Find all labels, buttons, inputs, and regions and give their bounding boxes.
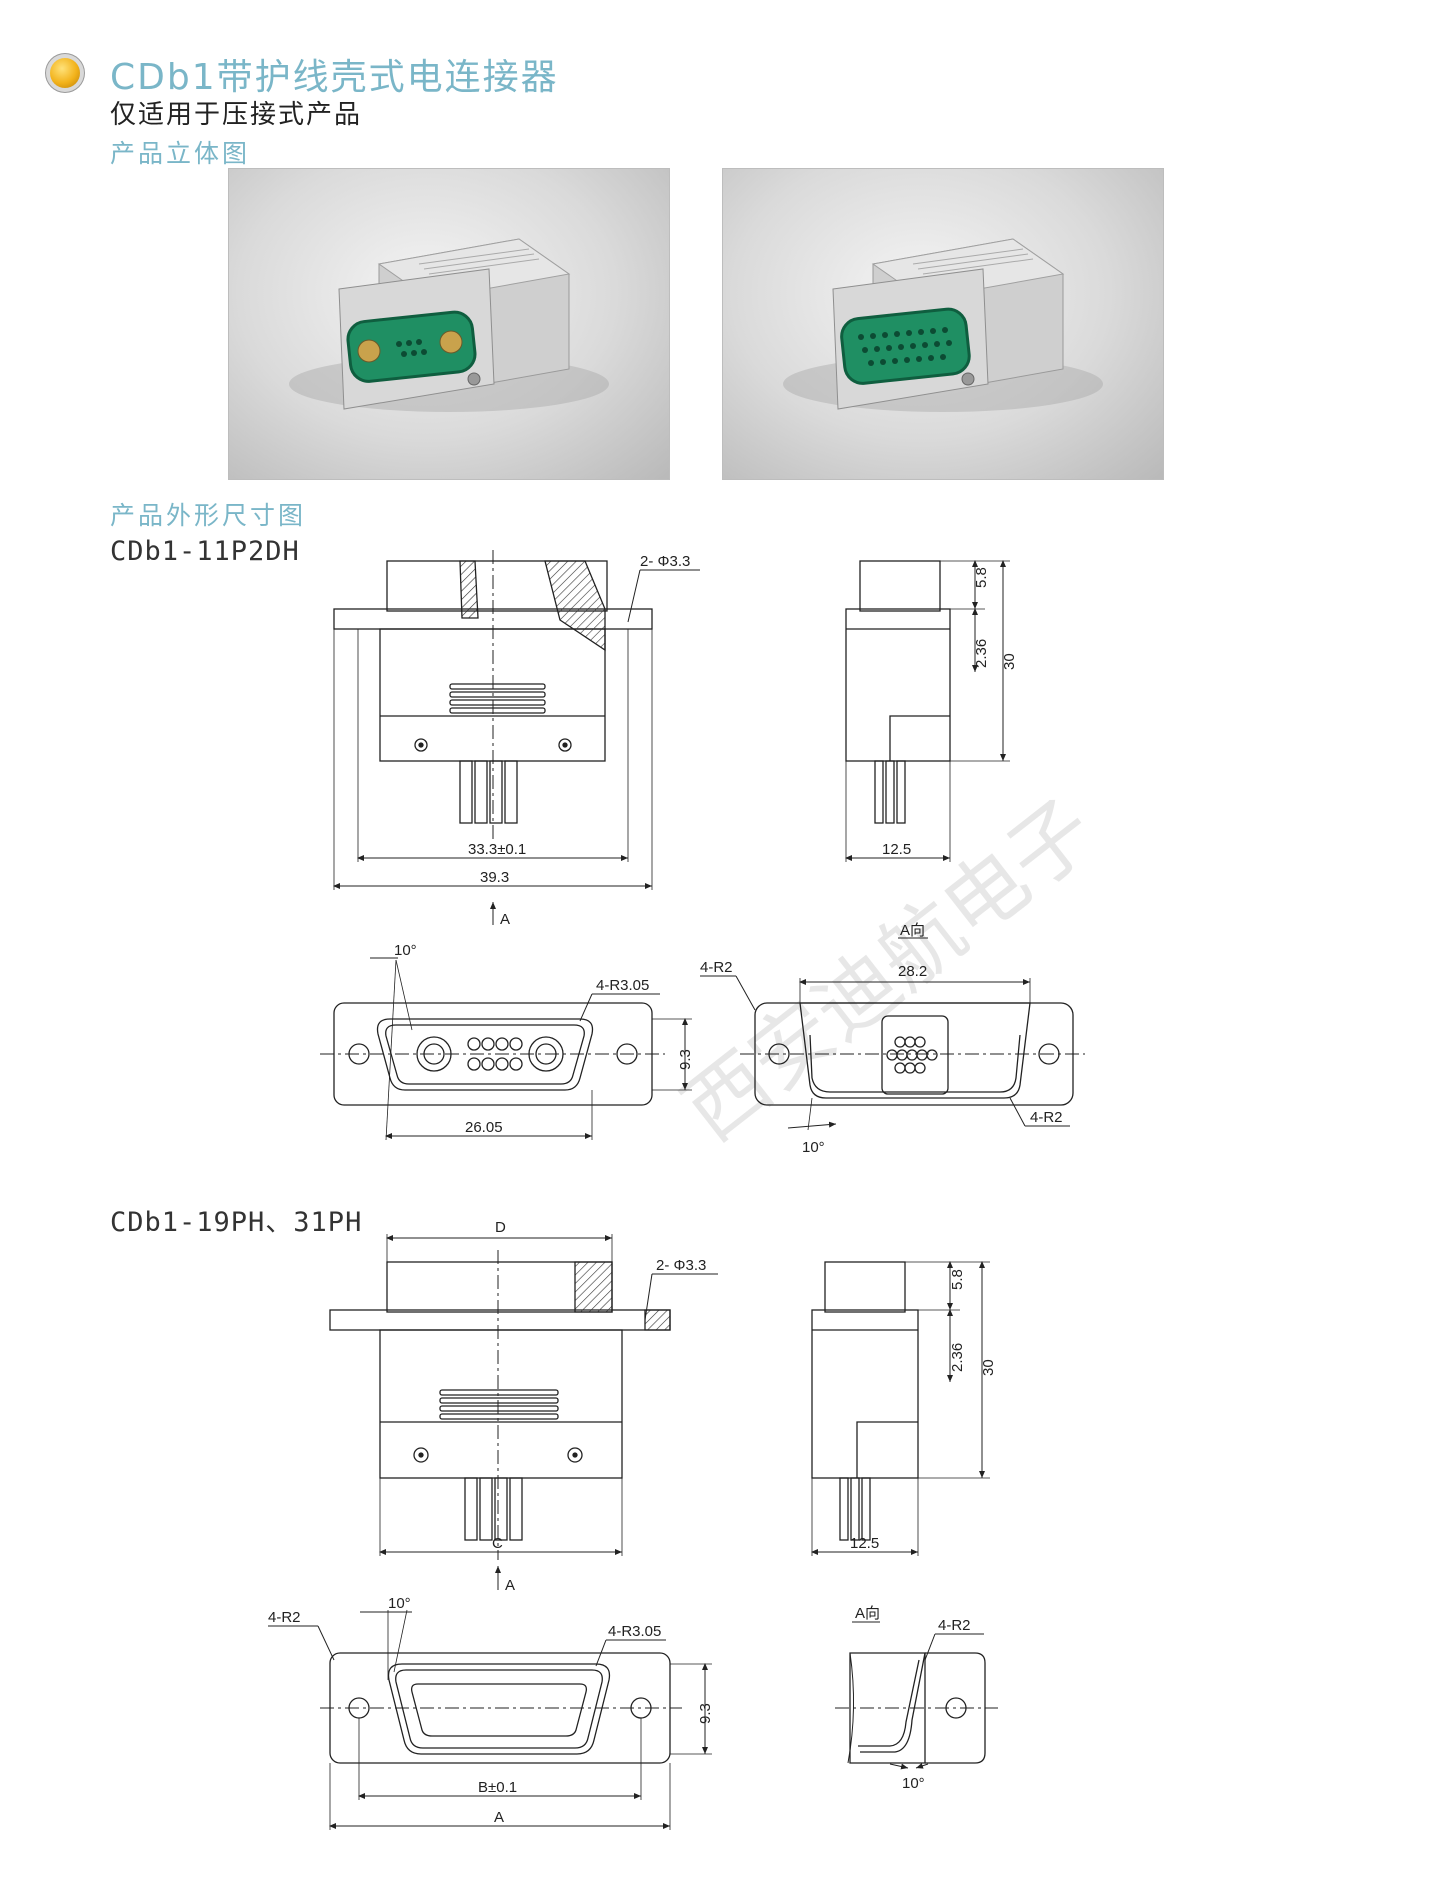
d2-front-view [329, 1234, 718, 1590]
d2-hole-label: 2- Φ3.3 [656, 1257, 706, 1274]
d2-height-58: 5.8 [949, 1269, 966, 1290]
d1-width-282: 28.2 [898, 963, 927, 980]
page-subtitle: 仅适用于压接式产品 [110, 100, 363, 130]
d2-height-236: 2.36 [949, 1343, 966, 1372]
d2-radius-left: 4-R2 [268, 1609, 301, 1626]
page-title: CDb1带护线壳式电连接器 [110, 57, 559, 98]
d2-angle-top: 10° [388, 1595, 411, 1612]
d1-height-30: 30 [1001, 653, 1018, 670]
d2-side-view [811, 1261, 990, 1556]
d1-face-view [320, 957, 692, 1141]
bullet-icon [50, 58, 80, 88]
d2-dim-b: B±0.1 [478, 1779, 517, 1796]
d1-side-view [845, 560, 1010, 862]
d2-height-30: 30 [980, 1359, 997, 1376]
d2-angle-bottom: 10° [902, 1775, 925, 1792]
d1-arrow-a: A [500, 911, 510, 928]
d1-a-view [700, 937, 1085, 1131]
d2-face-view [268, 1609, 712, 1830]
d1-width-outer: 39.3 [480, 869, 509, 886]
d1-width-inner: 33.3±0.1 [468, 841, 526, 858]
product-photo-11p2dh [228, 168, 670, 480]
d2-view-a: A向 [855, 1605, 880, 1622]
d2-dim-d: D [495, 1219, 506, 1236]
d1-depth: 12.5 [882, 841, 911, 858]
section-heading-3d: 产品立体图 [110, 139, 251, 168]
d1-radius-left: 4-R2 [700, 959, 733, 976]
model-label-2: CDb1-19PH、31PH [110, 1207, 363, 1238]
product-photo-19ph-31ph [722, 168, 1164, 480]
d1-angle-bottom: 10° [802, 1139, 825, 1156]
d1-radius-shell: 4-R3.05 [596, 977, 649, 994]
d2-depth: 12.5 [850, 1535, 879, 1552]
d2-a-view [835, 1621, 998, 1770]
d1-front-view [333, 550, 700, 925]
watermark: 西安迪航电子 [667, 782, 1113, 1160]
d2-dim-c: C [492, 1535, 503, 1552]
d1-angle-top: 10° [394, 942, 417, 959]
connector-render-1 [289, 238, 609, 412]
connector-render-2 [783, 238, 1103, 412]
d1-width-2605: 26.05 [465, 1119, 503, 1136]
d1-hole-label: 2- Φ3.3 [640, 553, 690, 570]
d1-height-58: 5.8 [973, 567, 990, 588]
d1-radius-right: 4-R2 [1030, 1109, 1063, 1126]
model-label-1: CDb1-11P2DH [110, 536, 300, 567]
d2-height-93: 9.3 [697, 1703, 714, 1724]
d2-arrow-a: A [505, 1577, 515, 1594]
d1-view-a: A向 [900, 922, 925, 939]
d2-radius-shell: 4-R3.05 [608, 1623, 661, 1640]
d1-height-236: 2.36 [973, 639, 990, 668]
d2-dim-a: A [494, 1809, 504, 1826]
d1-height-93: 9.3 [677, 1049, 694, 1070]
d2-radius-right: 4-R2 [938, 1617, 971, 1634]
section-heading-dimensions: 产品外形尺寸图 [110, 501, 307, 530]
